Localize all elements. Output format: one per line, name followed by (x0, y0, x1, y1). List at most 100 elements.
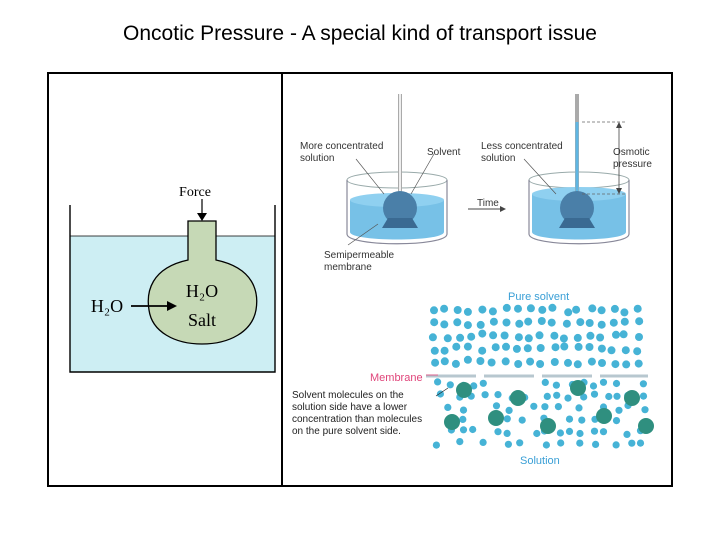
solvent-molecule (428, 333, 437, 342)
solute-molecule (570, 380, 586, 396)
solvent-molecule (578, 416, 586, 424)
solvent-molecule (564, 308, 573, 317)
solvent-molecule (478, 329, 487, 338)
solvent-molecule (557, 439, 565, 447)
beaker-before (346, 94, 448, 245)
solvent-molecule (514, 360, 523, 368)
solvent-molecule (489, 331, 498, 340)
label-osmotic-pressure-2: pressure (613, 159, 652, 170)
solvent-molecule (572, 305, 581, 314)
label-less-concentrated-2: solution (481, 153, 515, 164)
solvent-molecule (469, 425, 477, 434)
solvent-molecule (615, 406, 623, 414)
label-time: Time (477, 198, 499, 209)
solvent-molecule (487, 358, 496, 367)
solvent-molecule (523, 344, 532, 353)
panel-divider (281, 72, 283, 487)
solvent-molecule (576, 318, 585, 327)
label-semipermeable-1: Semipermeable (324, 250, 394, 261)
solvent-molecule (612, 330, 620, 339)
solvent-molecule (551, 343, 560, 352)
solvent-molecule (576, 439, 584, 447)
solvent-molecule (476, 357, 485, 365)
solute-molecule (488, 410, 504, 426)
solvent-molecule (592, 440, 600, 448)
solute-molecule (456, 382, 472, 398)
solvent-molecule (586, 331, 595, 340)
solvent-molecule (635, 333, 643, 341)
solvent-molecule (492, 402, 501, 410)
solvent-molecule (554, 403, 562, 411)
solvent-molecule (489, 317, 498, 326)
solvent-molecule (453, 306, 462, 314)
solvent-molecule (488, 307, 497, 316)
solvent-molecule (560, 342, 569, 351)
solvent-molecule (573, 333, 582, 342)
solvent-molecule (503, 415, 511, 423)
solvent-molecule (432, 441, 440, 449)
solvent-molecule (633, 347, 642, 356)
solvent-molecule (634, 359, 643, 368)
solvent-molecule (565, 427, 574, 435)
solvent-molecule (607, 346, 616, 355)
label-solvent: Solvent (427, 147, 461, 158)
inside-salt-label: Salt (188, 310, 216, 330)
label-solvent-note-1: Solvent molecules on the (292, 390, 404, 401)
solvent-molecule (430, 318, 439, 327)
solvent-molecule (633, 304, 642, 313)
solvent-molecule (430, 346, 439, 355)
solvent-molecule (611, 360, 620, 369)
beaker-osmosis-diagram: More concentrated solution Solvent Less … (300, 94, 652, 273)
outside-water-label: H₂O (91, 296, 123, 316)
solvent-molecule (456, 438, 464, 446)
solvent-molecule (596, 333, 605, 342)
solvent-molecule (564, 358, 572, 367)
solvent-molecule (479, 379, 487, 387)
solvent-molecule (564, 394, 572, 402)
label-solution: Solution (520, 455, 560, 467)
solvent-molecule (478, 346, 487, 355)
solvent-molecule (452, 342, 461, 351)
solvent-molecule (434, 378, 442, 386)
solvent-molecule (597, 306, 606, 315)
solvent-molecule (514, 304, 522, 313)
solvent-molecule (580, 393, 588, 401)
label-less-concentrated-1: Less concentrated (481, 141, 563, 152)
solvent-molecule (575, 404, 583, 412)
solute-molecule (540, 418, 556, 434)
solvent-molecule (526, 304, 535, 313)
label-solvent-note-4: on the pure solvent side. (292, 426, 401, 437)
solvent-molecule (453, 318, 462, 327)
solvent-molecule (639, 392, 648, 400)
solvent-molecule (530, 402, 538, 410)
label-osmotic-pressure-1: Osmotic (613, 147, 650, 158)
solvent-molecule (536, 344, 545, 352)
solvent-molecule (639, 380, 647, 388)
semipermeable-bulb (147, 220, 258, 345)
solvent-molecule (502, 342, 510, 351)
oncotic-pressure-schematic: Force H₂O H₂O Salt (69, 185, 276, 373)
solvent-molecule (459, 426, 468, 434)
solute-molecule (444, 414, 460, 430)
solvent-molecule (440, 357, 449, 366)
solvent-molecule (547, 318, 556, 327)
solvent-molecule (467, 332, 476, 341)
solvent-molecule (430, 306, 438, 315)
solvent-molecule (463, 355, 472, 364)
solvent-molecule (599, 428, 608, 436)
force-label: Force (179, 185, 211, 200)
solvent-molecule (503, 429, 511, 437)
solvent-molecule (481, 391, 489, 399)
solvent-molecule (515, 319, 524, 328)
solvent-molecule (622, 360, 631, 369)
inside-water-label: H₂O (186, 281, 218, 301)
solvent-molecule (446, 381, 454, 389)
solvent-molecule (444, 403, 452, 411)
solvent-molecule (597, 320, 606, 329)
solvent-molecule (573, 360, 582, 369)
solvent-molecule (500, 331, 509, 340)
solvent-molecule (502, 318, 511, 327)
solvent-molecule (538, 305, 547, 314)
solvent-molecule (463, 307, 472, 316)
solvent-molecule (588, 304, 597, 313)
